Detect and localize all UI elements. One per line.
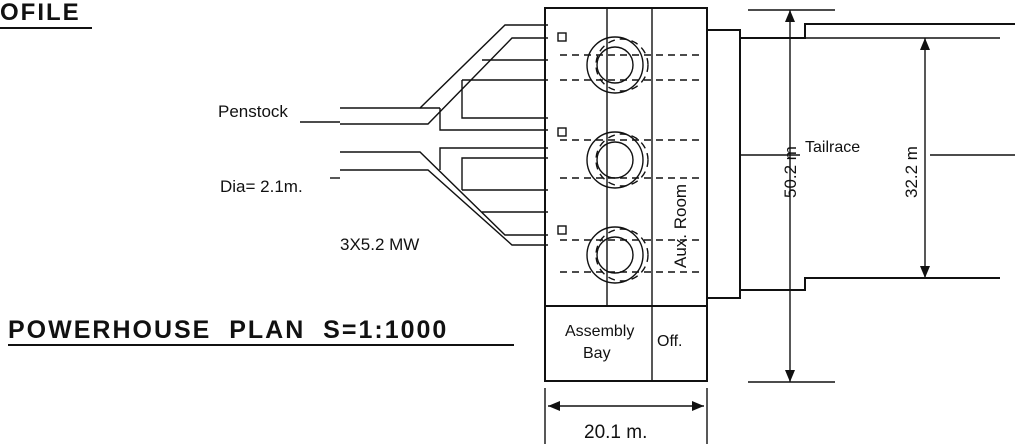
tailrace-channel [707,23,1015,299]
profile-heading: OFILE [0,0,81,26]
turbine-unit-1 [557,32,700,94]
diameter-label: Dia= 2.1m. [220,177,303,196]
length-inner-label: 32.2 m [902,146,921,198]
width-label: 20.1 m. [584,422,647,443]
assembly-bay-label-line2: Bay [583,345,611,362]
assembly-bay-label-line1: Assembly [565,323,634,340]
plan-title: POWERHOUSE PLAN S=1:1000 [8,316,448,344]
length-outer-dimension [748,9,835,383]
office-label: Off. [657,333,683,350]
tailrace-label: Tailrace [805,139,860,156]
aux-room-label: Aux. Room [671,184,690,268]
penstock-lower-branch [340,147,548,246]
units-label: 3X5.2 MW [340,235,419,254]
length-outer-label: 50.2 m [781,146,800,198]
width-dimension [544,388,708,444]
turbine-unit-2 [557,127,700,189]
turbine-unit-3 [557,225,700,284]
penstock-label: Penstock [218,102,288,121]
penstock-upper-branch [340,24,548,131]
length-inner-dimension [920,38,930,278]
powerhouse-outline [544,7,708,382]
